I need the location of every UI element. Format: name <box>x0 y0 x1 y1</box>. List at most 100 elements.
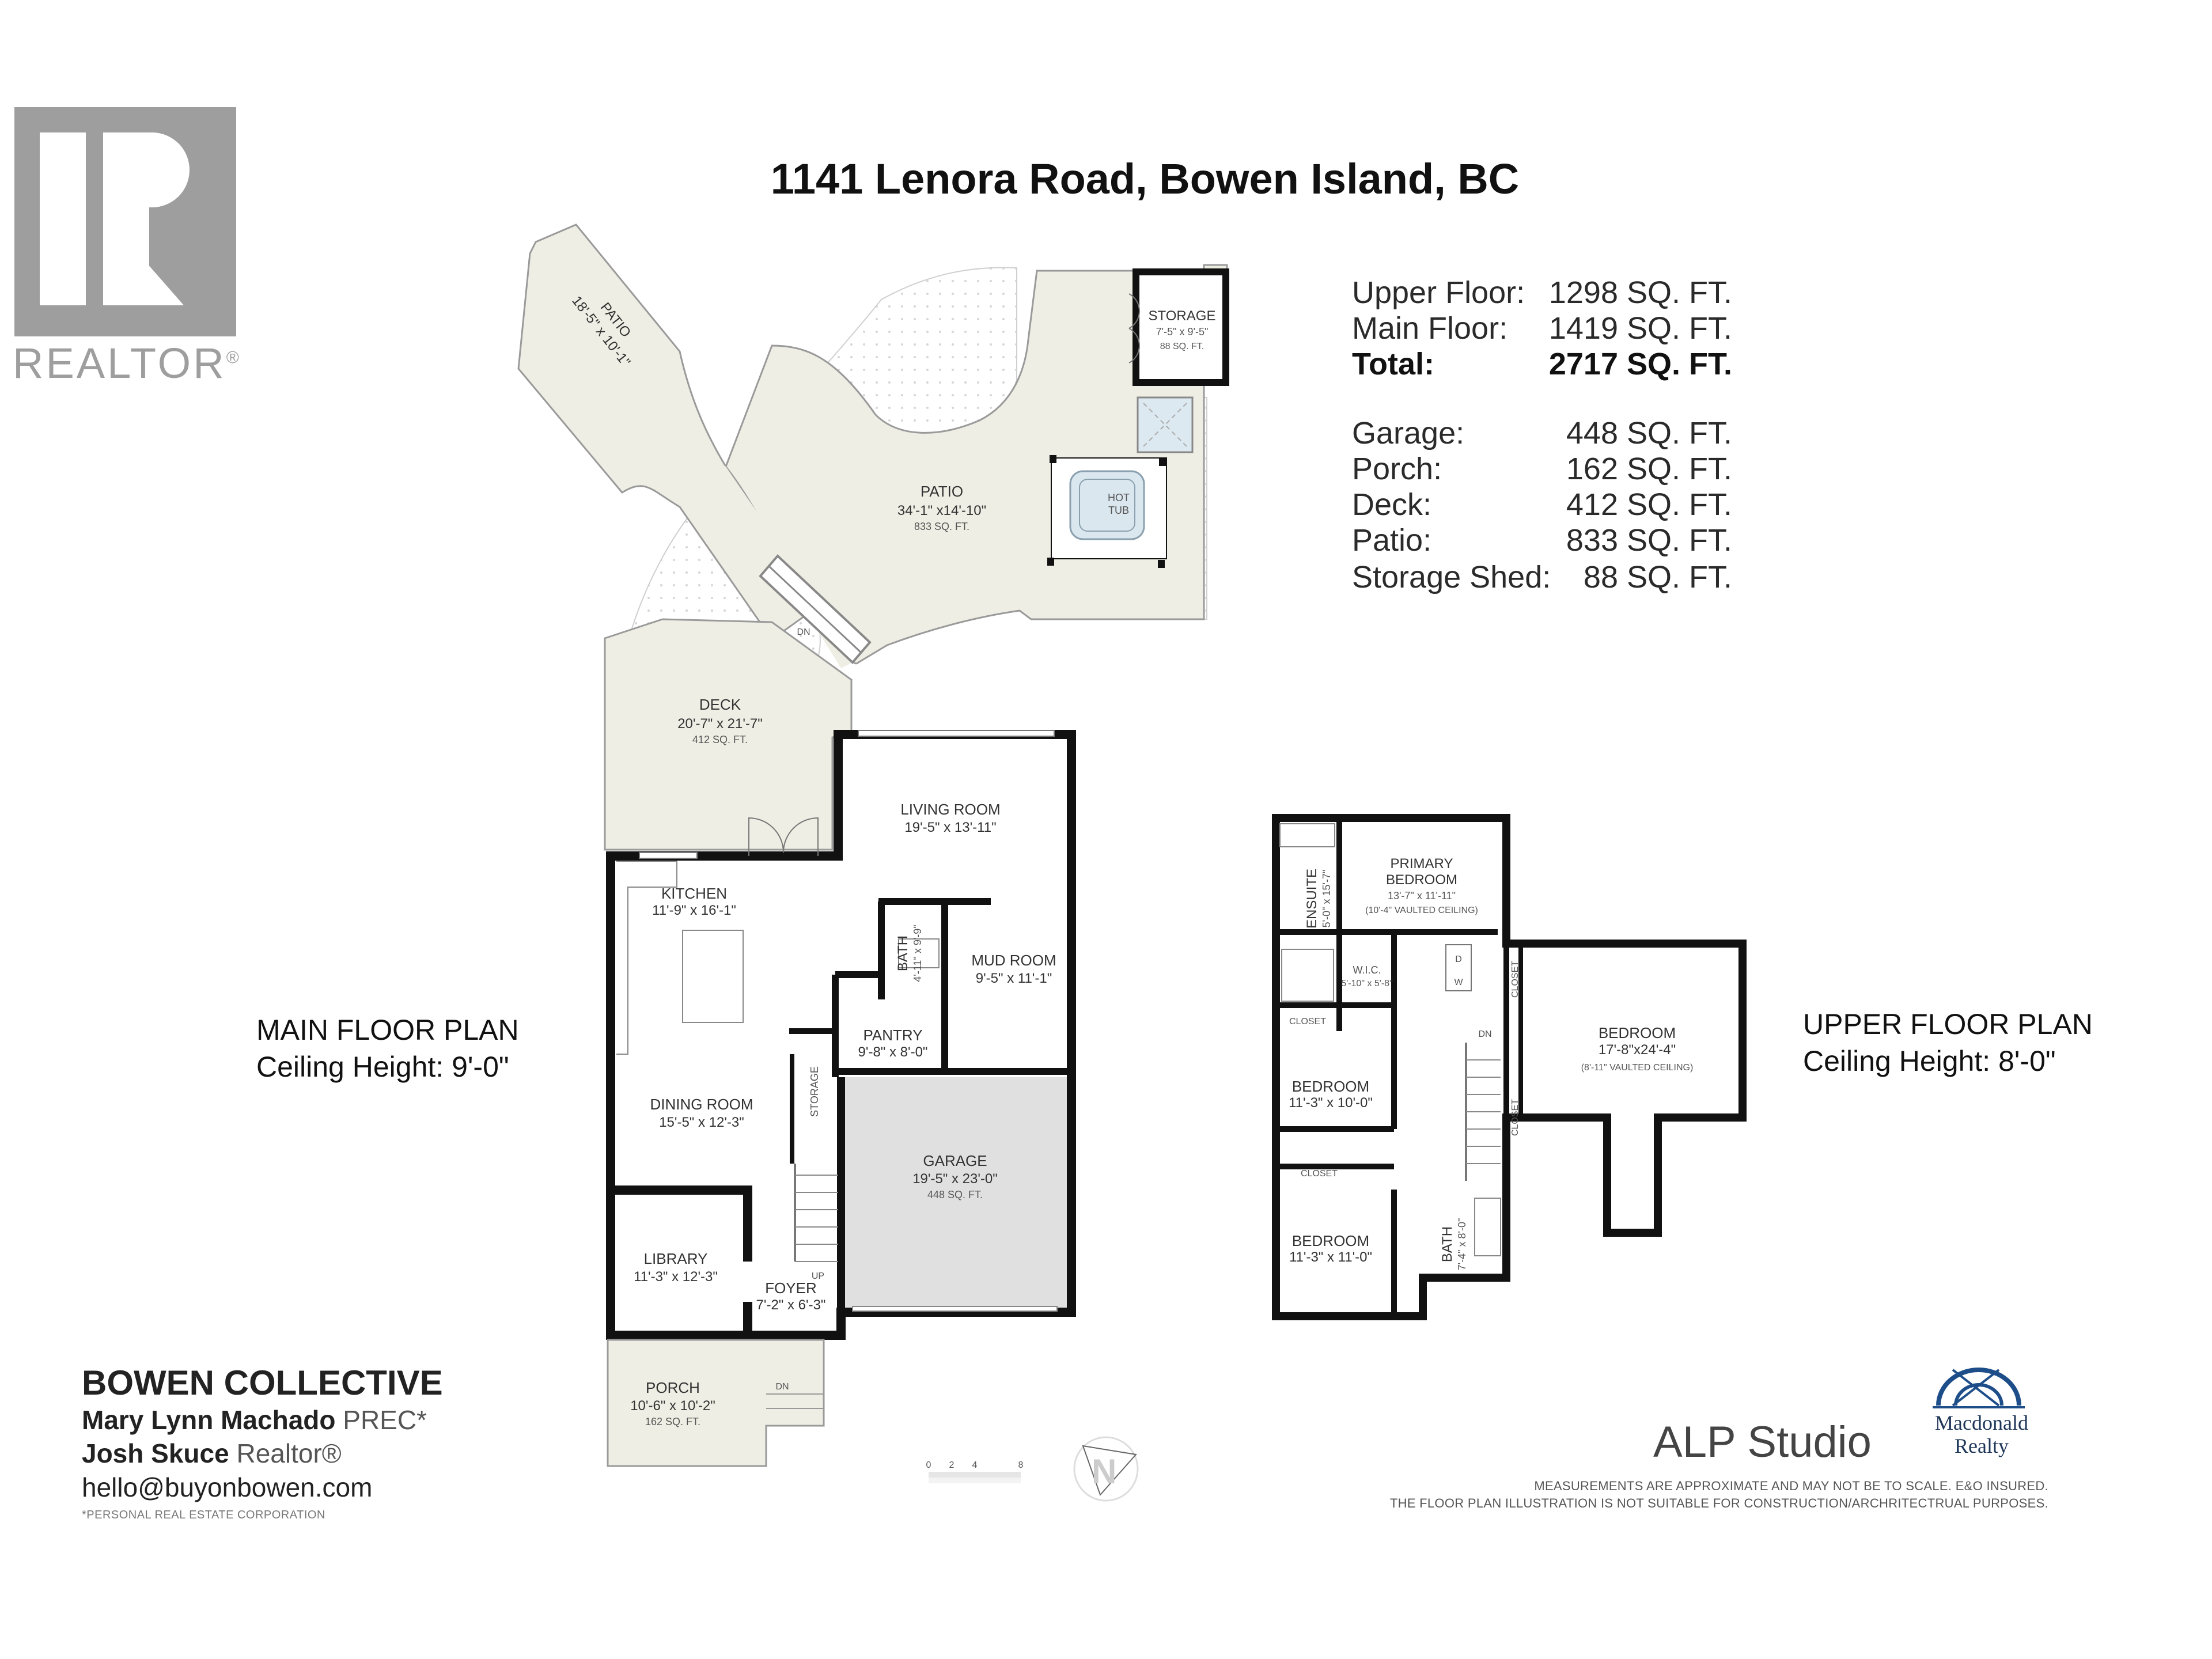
brand-name: BOWEN COLLECTIVE <box>82 1363 443 1402</box>
svg-text:DINING ROOM: DINING ROOM <box>650 1096 753 1113</box>
upper-stairs: DN <box>1465 1029 1501 1181</box>
svg-text:(8'-11" VAULTED CEILING): (8'-11" VAULTED CEILING) <box>1581 1063 1694 1073</box>
svg-text:2: 2 <box>949 1460 955 1470</box>
svg-text:LIBRARY: LIBRARY <box>644 1250 708 1267</box>
svg-text:W.I.C.: W.I.C. <box>1353 964 1381 976</box>
svg-text:BATH: BATH <box>895 935 911 971</box>
svg-text:4'-11" x 9'-9": 4'-11" x 9'-9" <box>912 925 923 982</box>
svg-text:11'-9" x 16'-1": 11'-9" x 16'-1" <box>652 903 736 918</box>
svg-text:STORAGE: STORAGE <box>1149 308 1216 324</box>
contact-email-link[interactable]: hello@buyonbowen.com <box>82 1472 373 1502</box>
svg-text:TUB: TUB <box>1108 505 1129 516</box>
svg-text:448 SQ. FT.: 448 SQ. FT. <box>927 1189 983 1200</box>
stat-main-floor: Main Floor:1419 SQ. FT. <box>1352 311 1732 346</box>
svg-text:7'-2" x 6'-3": 7'-2" x 6'-3" <box>756 1297 826 1313</box>
svg-text:5'-10" x 5'-8": 5'-10" x 5'-8" <box>1341 979 1393 988</box>
svg-text:(10'-4" VAULTED CEILING): (10'-4" VAULTED CEILING) <box>1365 906 1478 915</box>
svg-text:11'-3" x 10'-0": 11'-3" x 10'-0" <box>1289 1095 1373 1111</box>
svg-text:19'-5" x 13'-11": 19'-5" x 13'-11" <box>904 820 996 835</box>
storage-shed: STORAGE 7'-5" x 9'-5" 88 SQ. FT. <box>1128 268 1229 386</box>
stat-porch: Porch:162 SQ. FT. <box>1352 452 1732 486</box>
stat-garage: Garage:448 SQ. FT. <box>1352 416 1732 450</box>
svg-text:13'-7" x 11'-11": 13'-7" x 11'-11" <box>1388 890 1456 902</box>
svg-text:GARAGE: GARAGE <box>923 1152 987 1169</box>
svg-text:LIVING ROOM: LIVING ROOM <box>900 801 1000 818</box>
porch: PORCH 10'-6" x 10'-2" 162 SQ. FT. DN <box>607 1339 825 1467</box>
svg-text:PRIMARY: PRIMARY <box>1391 856 1453 872</box>
svg-text:PANTRY: PANTRY <box>863 1027 922 1044</box>
svg-text:ENSUITE: ENSUITE <box>1304 869 1320 929</box>
svg-text:11'-3" x 11'-0": 11'-3" x 11'-0" <box>1289 1249 1372 1265</box>
svg-text:833 SQ. FT.: 833 SQ. FT. <box>914 521 969 532</box>
main-stairs: UP <box>794 1164 838 1281</box>
svg-text:CLOSET: CLOSET <box>1510 1099 1520 1136</box>
main-floor-ceiling: Ceiling Height: 9'-0" <box>256 1051 509 1083</box>
svg-text:34'-1" x14'-10": 34'-1" x14'-10" <box>897 503 986 518</box>
agent-2: Josh Skuce Realtor® <box>82 1438 342 1468</box>
footnote: *PERSONAL REAL ESTATE CORPORATION <box>82 1509 325 1521</box>
svg-text:BATH: BATH <box>1440 1226 1455 1262</box>
svg-text:9'-5" x 11'-1": 9'-5" x 11'-1" <box>976 971 1052 986</box>
svg-text:CLOSET: CLOSET <box>1510 961 1520 998</box>
svg-text:11'-3" x 12'-3": 11'-3" x 12'-3" <box>634 1269 718 1285</box>
svg-text:W: W <box>1454 978 1463 987</box>
svg-text:BEDROOM: BEDROOM <box>1292 1232 1369 1249</box>
svg-text:5'-0" x 15'-7": 5'-0" x 15'-7" <box>1321 870 1332 928</box>
svg-text:DN: DN <box>1478 1029 1491 1039</box>
svg-text:UP: UP <box>812 1271 824 1281</box>
north-arrow-icon: N <box>1073 1436 1139 1502</box>
agent-contact-block: BOWEN COLLECTIVE Mary Lynn Machado PREC*… <box>82 1363 443 1525</box>
svg-text:BEDROOM: BEDROOM <box>1386 872 1457 888</box>
svg-text:BEDROOM: BEDROOM <box>1599 1024 1676 1041</box>
svg-text:17'-8"x24'-4": 17'-8"x24'-4" <box>1599 1042 1676 1058</box>
agent-1: Mary Lynn Machado PREC* <box>82 1405 427 1435</box>
svg-text:N: N <box>1092 1452 1116 1491</box>
macdonald-realty-logo-icon <box>1933 1368 2025 1408</box>
patio-stairs: DN <box>759 554 872 664</box>
svg-text:20'-7" x 21'-7": 20'-7" x 21'-7" <box>677 716 763 732</box>
svg-text:BEDROOM: BEDROOM <box>1292 1078 1369 1095</box>
svg-text:KITCHEN: KITCHEN <box>661 885 727 902</box>
stat-deck: Deck:412 SQ. FT. <box>1352 487 1732 522</box>
scale-bar: 0 2 4 8 <box>926 1460 1024 1483</box>
brokerage-name: Macdonald Realty <box>1935 1411 2028 1457</box>
svg-text:10'-6" x 10'-2": 10'-6" x 10'-2" <box>630 1398 715 1414</box>
svg-text:HOT: HOT <box>1108 492 1130 503</box>
svg-text:MUD ROOM: MUD ROOM <box>971 952 1056 969</box>
svg-text:162 SQ. FT.: 162 SQ. FT. <box>645 1416 700 1427</box>
realtor-wordmark: REALTOR® <box>13 339 241 387</box>
disclaimer: MEASUREMENTS ARE APPROXIMATE AND MAY NOT… <box>1389 1479 2048 1510</box>
svg-text:CLOSET: CLOSET <box>1301 1169 1338 1179</box>
upper-floor-ceiling: Ceiling Height: 8'-0" <box>1803 1045 2056 1077</box>
outdoor-shower <box>1137 396 1194 453</box>
stat-total: Total:2717 SQ. FT. <box>1352 347 1732 381</box>
svg-text:88 SQ. FT.: 88 SQ. FT. <box>1160 342 1204 351</box>
hot-tub: HOT TUB <box>1047 455 1167 568</box>
svg-text:0: 0 <box>926 1460 931 1470</box>
svg-text:9'-8" x 8'-0": 9'-8" x 8'-0" <box>858 1044 928 1060</box>
stat-storage-shed: Storage Shed:88 SQ. FT. <box>1352 560 1732 594</box>
svg-text:CLOSET: CLOSET <box>1289 1017 1326 1027</box>
upper-floor-label: UPPER FLOOR PLAN Ceiling Height: 8'-0" <box>1803 1006 2093 1080</box>
property-address-title: 1141 Lenora Road, Bowen Island, BC <box>770 155 1520 203</box>
svg-text:15'-5" x 12'-3": 15'-5" x 12'-3" <box>659 1115 744 1130</box>
svg-text:7'-5" x 9'-5": 7'-5" x 9'-5" <box>1156 326 1209 338</box>
upper-floor-title: UPPER FLOOR PLAN <box>1803 1008 2093 1040</box>
svg-text:FOYER: FOYER <box>765 1279 817 1297</box>
svg-text:DN: DN <box>775 1382 789 1392</box>
svg-text:STORAGE: STORAGE <box>809 1066 820 1117</box>
main-floor-plan: UP LIVING ROOM 19'-5" x 13'-11" KITCHEN … <box>606 730 1076 1340</box>
svg-text:8: 8 <box>1018 1460 1024 1470</box>
alp-studio-wordmark: ALP Studio <box>1653 1418 1872 1467</box>
stat-upper-floor: Upper Floor:1298 SQ. FT. <box>1352 275 1732 310</box>
svg-text:D: D <box>1455 955 1462 964</box>
realtor-logo-icon <box>14 107 236 336</box>
deck: DECK 20'-7" x 21'-7" 412 SQ. FT. <box>604 618 853 851</box>
main-floor-title: MAIN FLOOR PLAN <box>256 1014 519 1046</box>
main-floor-label: MAIN FLOOR PLAN Ceiling Height: 9'-0" <box>256 1012 519 1085</box>
svg-text:19'-5" x 23'-0": 19'-5" x 23'-0" <box>912 1171 998 1187</box>
svg-text:DN: DN <box>797 627 810 637</box>
svg-text:412 SQ. FT.: 412 SQ. FT. <box>692 734 748 745</box>
stat-patio: Patio:833 SQ. FT. <box>1352 523 1732 558</box>
